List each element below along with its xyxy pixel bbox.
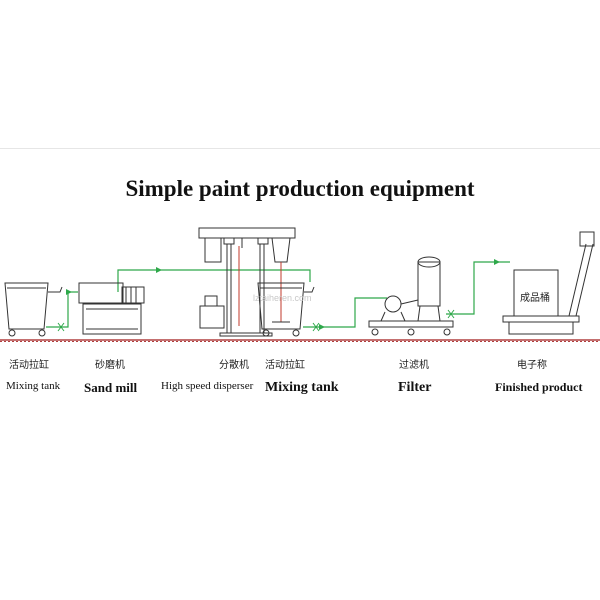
pipeline [46, 261, 510, 328]
top-divider [0, 148, 600, 149]
floor [0, 339, 600, 342]
diagram-title: Simple paint production equipment [125, 176, 475, 201]
station-6-cn: 电子称 [517, 360, 547, 371]
station-2-cn: 砂磨机 [95, 360, 125, 371]
filter [368, 256, 454, 336]
watermark: lztaiheren.com [253, 293, 312, 303]
disperser-shafts [238, 246, 282, 326]
station-4-en: Mixing tank [265, 380, 339, 395]
mixing-tank-left [4, 282, 63, 337]
station-4-cn: 活动拉缸 [265, 360, 305, 371]
pipe-valves [57, 309, 455, 332]
tank-label: 成品桶 [520, 293, 550, 304]
station-2-en: Sand mill [84, 380, 138, 395]
station-1-en: Mixing tank [6, 380, 61, 392]
station-5-cn: 过滤机 [399, 360, 429, 371]
station-3-cn: 分散机 [219, 360, 249, 371]
station-1-cn: 活动拉缸 [9, 360, 49, 371]
pipe-arrows [66, 259, 500, 330]
station-6-en: Finished product [495, 380, 583, 394]
station-5-en: Filter [398, 380, 432, 395]
station-3-en: High speed disperser [161, 380, 254, 392]
sand-mill [78, 282, 145, 335]
electronic-scale [502, 231, 595, 335]
mixing-tank-right [257, 282, 315, 337]
